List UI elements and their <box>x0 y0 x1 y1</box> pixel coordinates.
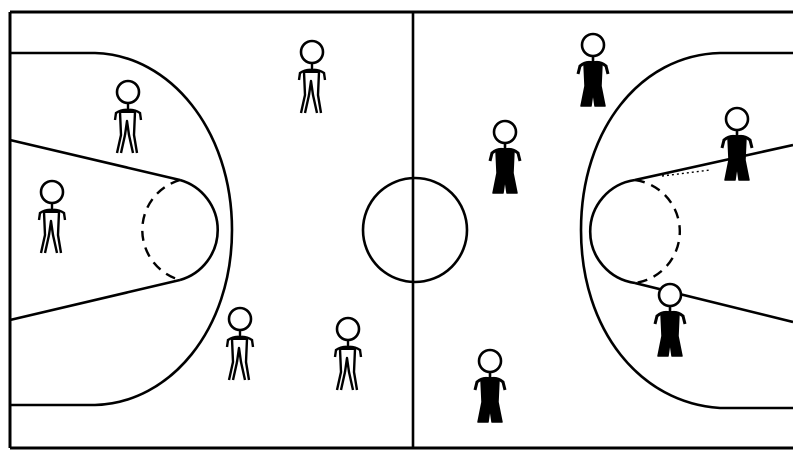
court-lines <box>10 12 793 448</box>
left-lane-top <box>10 140 180 180</box>
left-free-throw-dashed-arc <box>142 180 180 280</box>
black-player <box>722 108 752 180</box>
white-player <box>227 308 253 380</box>
white-player <box>299 41 325 113</box>
center-circle <box>363 178 467 282</box>
left-three-point-arc <box>10 53 232 405</box>
left-lane-bottom <box>10 280 180 320</box>
black-player <box>655 284 685 356</box>
black-player <box>578 34 608 106</box>
left-free-throw-arc <box>180 180 218 280</box>
black-team <box>475 34 752 422</box>
right-free-throw-arc <box>590 180 635 283</box>
right-free-throw-dashed-arc <box>635 180 680 283</box>
white-player <box>335 318 361 390</box>
white-player <box>39 181 65 253</box>
right-three-point-arc <box>581 53 793 408</box>
right-lane-top <box>635 145 793 180</box>
white-player <box>115 81 141 153</box>
black-player <box>490 121 520 193</box>
white-team <box>39 41 361 390</box>
black-player <box>475 350 505 422</box>
